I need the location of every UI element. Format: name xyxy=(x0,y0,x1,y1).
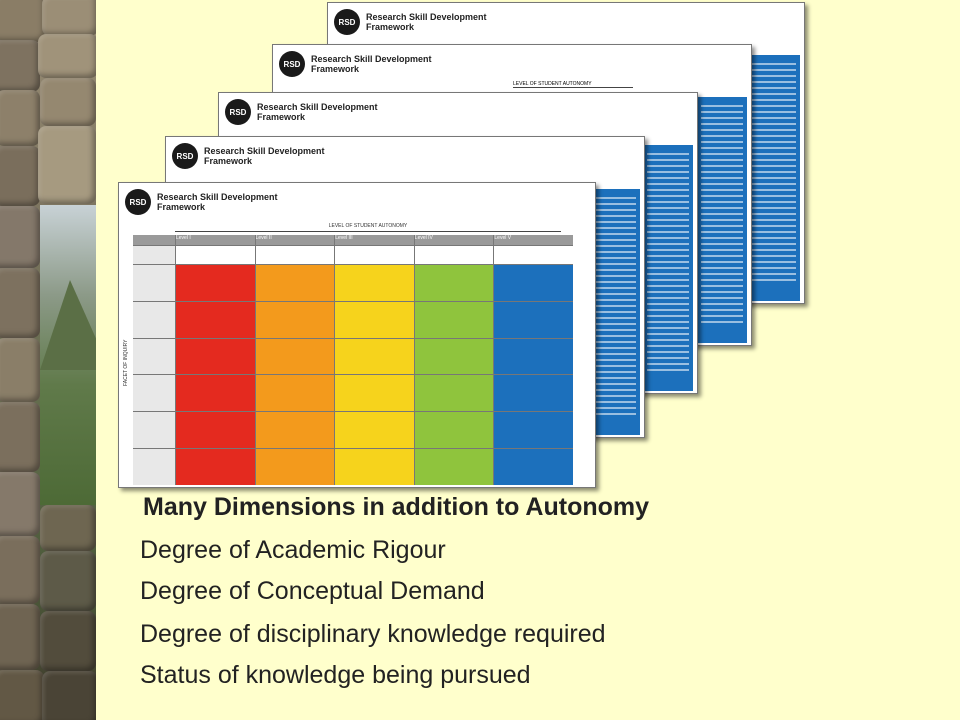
mountain-peak xyxy=(40,280,96,370)
autonomy-label: LEVEL OF STUDENT AUTONOMY xyxy=(513,81,633,88)
dimension-item-academic-rigour: Degree of Academic Rigour xyxy=(140,536,446,564)
dimension-item-disciplinary-knowledge: Degree of disciplinary knowledge require… xyxy=(140,620,606,648)
sheet-title: Research Skill Development xyxy=(311,54,432,64)
dimension-item-conceptual-demand: Degree of Conceptual Demand xyxy=(140,577,485,605)
ruins-photo xyxy=(0,0,96,720)
sheet-title: Research Skill Development xyxy=(204,146,325,156)
sheet-subtitle: Framework xyxy=(204,156,253,166)
sheet-subtitle: Framework xyxy=(311,64,360,74)
sheet-subtitle: Framework xyxy=(366,22,415,32)
rsd-logo: RSD xyxy=(172,143,198,169)
sheet-title: Research Skill Development xyxy=(257,102,378,112)
rsd-logo: RSD xyxy=(334,9,360,35)
autonomy-label: LEVEL OF STUDENT AUTONOMY xyxy=(175,223,561,232)
rsd-logo: RSD xyxy=(125,189,151,215)
rsd-logo: RSD xyxy=(225,99,251,125)
level-header: Level II xyxy=(255,235,335,245)
rsd-logo: RSD xyxy=(279,51,305,77)
level-header: Level IV xyxy=(414,235,494,245)
slide-heading: Many Dimensions in addition to Autonomy xyxy=(143,493,650,521)
sheet-subtitle: Framework xyxy=(257,112,306,122)
sheet-title: Research Skill Development xyxy=(366,12,487,22)
sheet-title: Research Skill Development xyxy=(157,192,278,202)
dimension-item-status-of-knowledge: Status of knowledge being pursued xyxy=(140,661,531,689)
level-header: Level V xyxy=(494,235,573,245)
level-header: Level III xyxy=(335,235,414,245)
framework-grid: Level I Level II Level III Level IV Leve… xyxy=(133,235,573,485)
level-header: Level I xyxy=(176,235,255,245)
facet-label: FACET OF INQUIRY xyxy=(123,339,129,387)
sheet-subtitle: Framework xyxy=(157,202,206,212)
